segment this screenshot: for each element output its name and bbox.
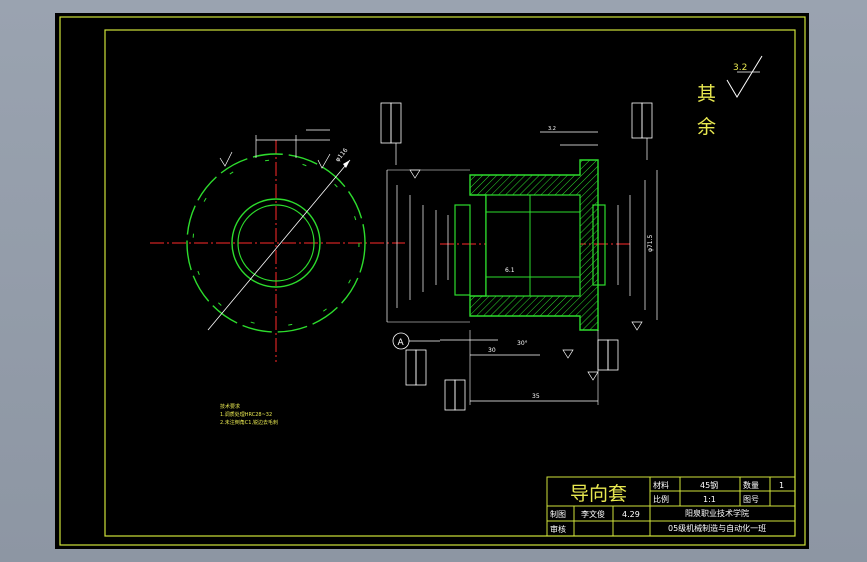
part-name: 导向套 <box>570 483 627 505</box>
dim-top-small: 3.2 <box>548 126 556 132</box>
dim-right-dia: φ71.5 <box>647 235 654 253</box>
notes-title: 技术要求 <box>220 403 240 410</box>
qty-value: 1 <box>779 481 784 490</box>
roughness-label-bottom: 余 <box>697 116 716 138</box>
scale-label: 比例 <box>653 494 669 504</box>
check-label: 审核 <box>550 524 566 534</box>
drawn-label: 制图 <box>550 509 566 519</box>
dim-length-total: 35 <box>532 393 540 400</box>
class-name: 05级机械制造与自动化一班 <box>668 523 766 533</box>
scale-value: 1:1 <box>703 495 716 504</box>
roughness-label-top: 其 <box>697 83 716 105</box>
drawn-by: 李文俊 <box>581 509 605 519</box>
dim-length-b: 6.1 <box>505 267 515 274</box>
notes-line1: 1.调质处理HRC28~32 <box>220 411 272 418</box>
drawing-no-label: 图号 <box>743 495 759 504</box>
dim-length-a: 30 <box>488 347 496 354</box>
qty-label: 数量 <box>743 480 759 490</box>
roughness-value: 3.2 <box>733 63 747 73</box>
material-label: 材料 <box>653 480 669 490</box>
drawn-date: 4.29 <box>622 510 640 519</box>
dim-angle: 30° <box>517 340 528 347</box>
datum-letter: A <box>398 338 405 348</box>
material-value: 45钢 <box>700 480 718 490</box>
outer-frame <box>59 16 806 546</box>
model-space <box>55 13 809 549</box>
notes-line2: 2.未注倒角C1,锐边去毛刺 <box>220 419 278 426</box>
section-view: φ71.5 3.2 35 30 6.1 30° A <box>380 102 658 411</box>
inner-frame <box>104 29 796 537</box>
school-name: 阳泉职业技术学院 <box>685 508 749 518</box>
title-block <box>546 476 796 537</box>
